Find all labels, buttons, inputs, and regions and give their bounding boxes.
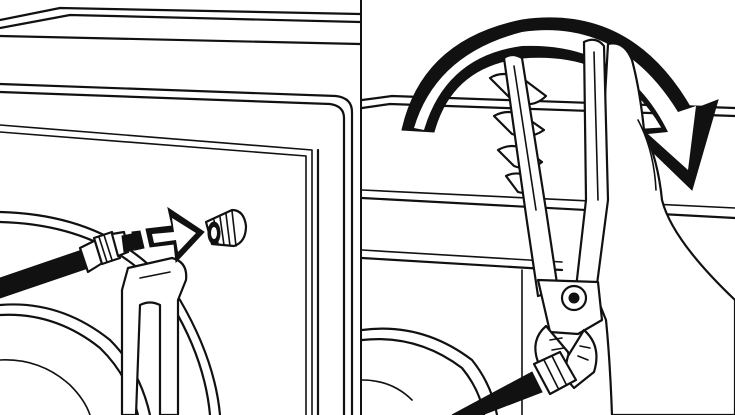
panel-tighten-pliers xyxy=(362,0,735,415)
hose-icon xyxy=(0,232,134,298)
inlet-valve-icon xyxy=(206,210,246,246)
hose-icon xyxy=(452,352,576,415)
hose-bracket xyxy=(122,258,186,415)
direction-arrow-icon xyxy=(132,208,204,262)
pliers-icon xyxy=(504,40,608,388)
rotation-arrow-icon xyxy=(402,18,718,190)
panel-connect-hose xyxy=(0,0,360,415)
panel-connect-hose-drawing xyxy=(0,0,360,415)
appliance-top xyxy=(0,8,360,415)
panel-tighten-pliers-drawing xyxy=(362,0,735,415)
